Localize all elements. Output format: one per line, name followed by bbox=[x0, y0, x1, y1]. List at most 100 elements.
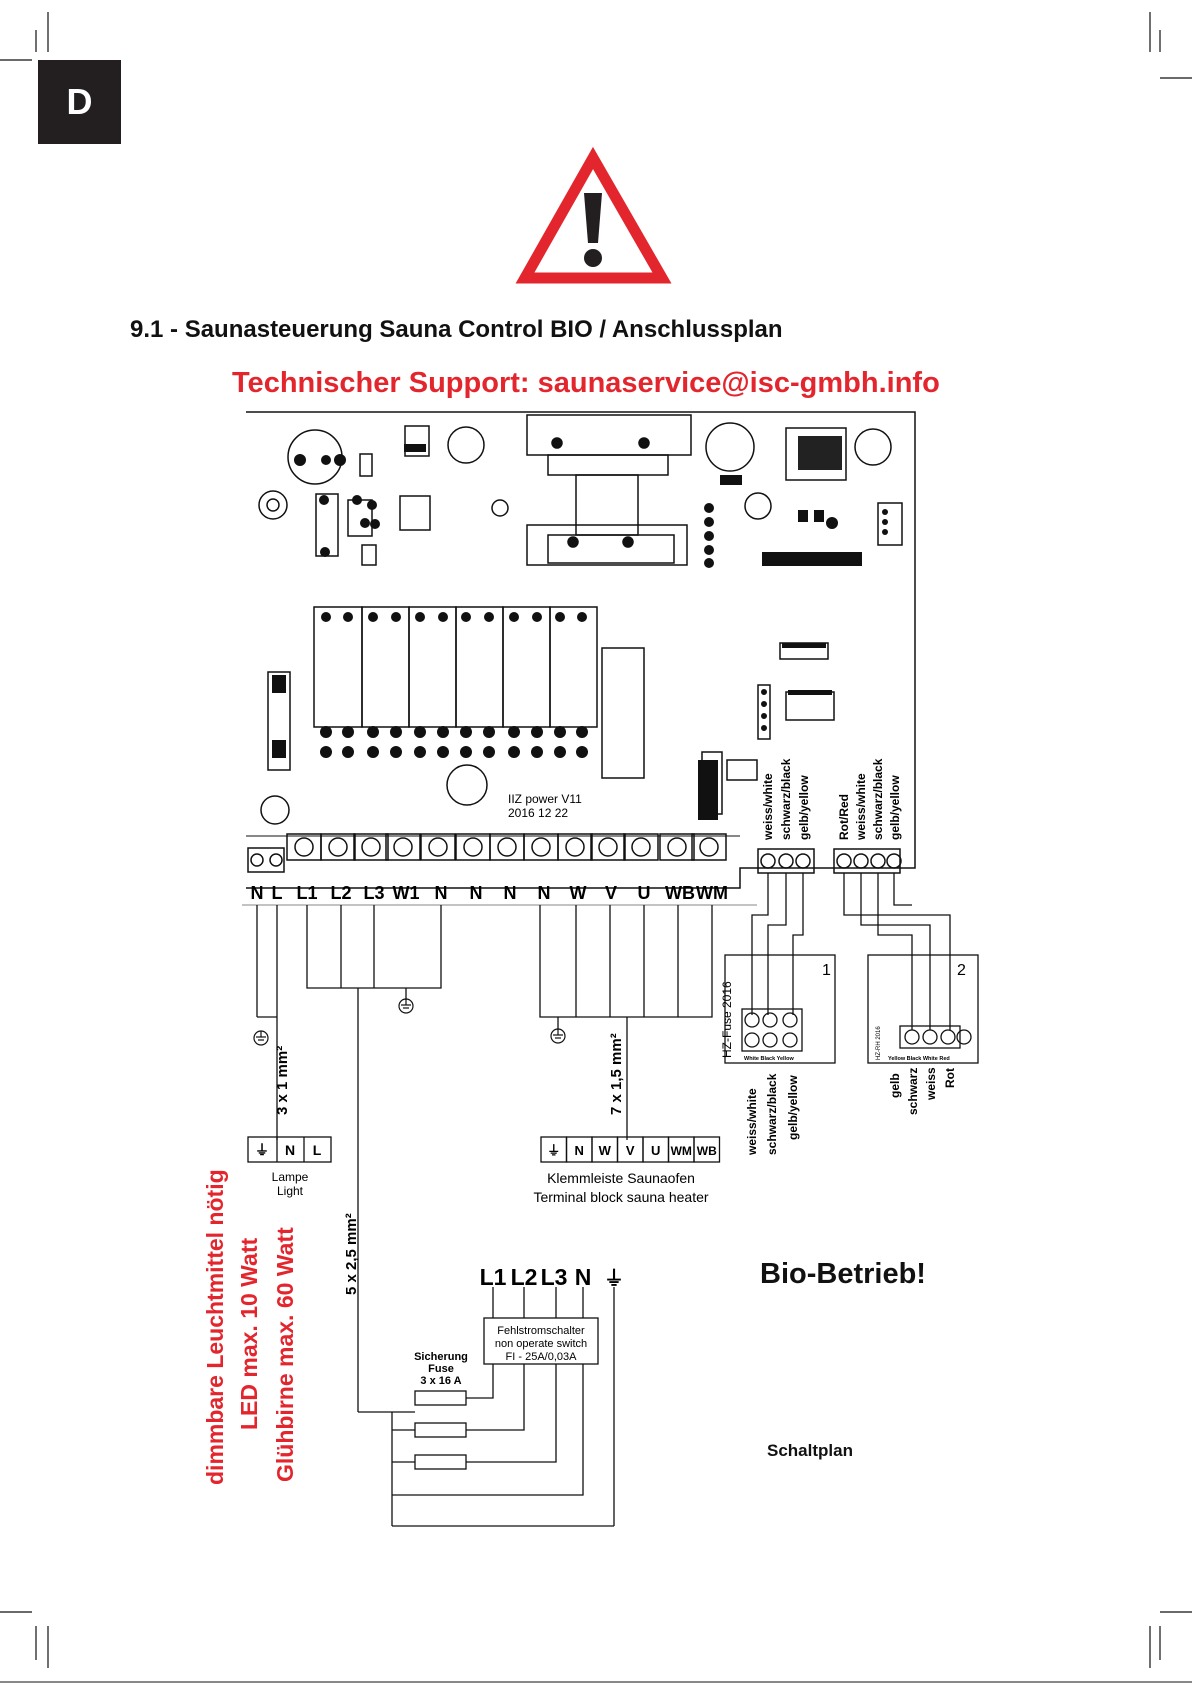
main-terminal-label: L bbox=[272, 883, 283, 903]
terminal-slot bbox=[659, 833, 695, 861]
main-terminal-label: L2 bbox=[330, 883, 351, 903]
red-note-dimmable: dimmbare Leuchtmittel nötig bbox=[202, 1169, 228, 1485]
heater-label-de: Klemmleiste Saunaofen bbox=[547, 1170, 695, 1186]
terminal-slot bbox=[691, 833, 727, 861]
section-title: 9.1 - Saunasteuerung Sauna Control BIO /… bbox=[130, 316, 783, 343]
sensor2-chip-label: HZ-RH 2016 bbox=[876, 1026, 882, 1060]
main-terminal-label: L1 bbox=[296, 883, 317, 903]
heater-label-en: Terminal block sauna heater bbox=[533, 1189, 708, 1205]
main-terminal-label: N bbox=[470, 883, 483, 903]
terminal-screw bbox=[598, 837, 618, 857]
sensor2-wire-label: weiss/white bbox=[854, 773, 868, 841]
sensor1-chip-bottom: White Black Yellow bbox=[744, 1056, 794, 1062]
cable-lamp-label: 3 x 1 mm² bbox=[274, 1046, 291, 1115]
support-contact: Technischer Support: saunaservice@isc-gm… bbox=[232, 367, 940, 399]
terminal-slot bbox=[623, 833, 659, 861]
lamp-cell-n: N bbox=[285, 1142, 295, 1158]
board-model-label: IIZ power V11 bbox=[508, 792, 582, 806]
sensor-box-1 bbox=[724, 954, 836, 1064]
lamp-label-de: Lampe bbox=[272, 1170, 309, 1184]
cable-supply-label: 5 x 2,5 mm² bbox=[343, 1213, 360, 1295]
terminal-screw bbox=[294, 837, 314, 857]
lamp-cell-ground: ⏚ bbox=[255, 1142, 269, 1158]
sensor-1-number: 1 bbox=[822, 962, 831, 979]
red-note-led: LED max. 10 Watt bbox=[236, 1237, 262, 1430]
sensor2-bottom-wire: weiss bbox=[924, 1067, 938, 1101]
sensor-connectors bbox=[247, 847, 902, 874]
terminal-screw bbox=[699, 837, 719, 857]
terminal-screw bbox=[531, 837, 551, 857]
heater-cell-label: WB bbox=[697, 1144, 717, 1158]
crop-marks bbox=[0, 12, 1192, 1683]
terminal-screw bbox=[463, 837, 483, 857]
sensor1-bottom-wire: schwarz/black bbox=[765, 1073, 779, 1155]
heater-cell-label: W bbox=[599, 1143, 612, 1158]
sensor-1-bottom-labels: weiss/white schwarz/black gelb/yellow bbox=[745, 1073, 800, 1156]
red-note-bulb: Glühbirne max. 60 Watt bbox=[272, 1227, 298, 1482]
main-terminal-label: WB bbox=[665, 883, 695, 903]
control-board bbox=[246, 411, 916, 889]
main-terminal-label: W1 bbox=[393, 883, 420, 903]
supply-terminal-label: L1 bbox=[480, 1264, 507, 1290]
sensor1-chip-label: HZ-Fuse 2016 bbox=[720, 981, 734, 1058]
lamp-terminal-block bbox=[247, 1136, 332, 1163]
ground-icon bbox=[253, 998, 566, 1046]
cable-heater-label: 7 x 1,5 mm² bbox=[608, 1033, 625, 1115]
supply-terminal-label: ⏚ bbox=[604, 1267, 624, 1290]
terminal-screw bbox=[631, 837, 651, 857]
sensor2-wire-label: schwarz/black bbox=[871, 758, 885, 840]
sensor2-wire-label: gelb/yellow bbox=[888, 775, 902, 840]
sensor-2-labels: Rot/Red weiss/white schwarz/black gelb/y… bbox=[837, 758, 902, 841]
sensor1-wire-label: schwarz/black bbox=[779, 758, 793, 840]
sensor2-bottom-wire: Rot bbox=[943, 1068, 957, 1088]
sensor1-bottom-wire: gelb/yellow bbox=[786, 1075, 800, 1140]
fuse-line2: Fuse bbox=[428, 1363, 454, 1375]
terminal-screw bbox=[667, 837, 687, 857]
main-terminal-label: N bbox=[538, 883, 551, 903]
rcd-line2: non operate switch bbox=[495, 1338, 587, 1350]
main-terminal-label: WM bbox=[696, 883, 728, 903]
main-terminal-label: N bbox=[251, 883, 264, 903]
lamp-label-en: Light bbox=[277, 1184, 304, 1198]
terminal-slot bbox=[557, 833, 593, 861]
warning-icon bbox=[515, 146, 672, 284]
heater-cell bbox=[693, 1136, 721, 1163]
rcd-line1: Fehlstromschalter bbox=[497, 1325, 585, 1337]
rcd-line3: FI - 25A/0,03A bbox=[506, 1351, 578, 1363]
terminal-slot bbox=[590, 833, 626, 861]
main-terminal-label: N bbox=[435, 883, 448, 903]
terminal-screw bbox=[328, 837, 348, 857]
supply-terminal-label: L3 bbox=[541, 1264, 568, 1290]
main-terminal-label: V bbox=[605, 883, 617, 903]
board-date-label: 2016 12 22 bbox=[508, 806, 568, 820]
sensor1-wire-label: gelb/yellow bbox=[797, 775, 811, 840]
terminal-screw bbox=[393, 837, 413, 857]
fuse-line1: Sicherung bbox=[414, 1351, 468, 1363]
terminal-screws bbox=[286, 833, 727, 861]
sensor-box-2 bbox=[867, 954, 979, 1064]
main-terminal-label: L3 bbox=[363, 883, 384, 903]
main-terminal-label: N bbox=[504, 883, 517, 903]
fuse-line3: 3 x 16 A bbox=[420, 1375, 461, 1387]
bio-mode-label: Bio-Betrieb! bbox=[760, 1258, 926, 1290]
heater-cell-label: N bbox=[575, 1143, 584, 1158]
sensor2-bottom-wire: schwarz bbox=[906, 1068, 920, 1115]
terminal-slot bbox=[320, 833, 356, 861]
sensor-1-labels: weiss/white schwarz/black gelb/yellow bbox=[761, 758, 811, 841]
sensor2-chip-bottom: Yellow Black White Red bbox=[888, 1056, 950, 1062]
terminal-slot bbox=[353, 833, 389, 861]
terminal-screw bbox=[361, 837, 381, 857]
schaltplan-label: Schaltplan bbox=[767, 1441, 853, 1460]
supply-terminal-label: N bbox=[575, 1264, 592, 1290]
lamp-cell-l: L bbox=[313, 1142, 322, 1158]
relay-pins bbox=[320, 612, 588, 758]
sensor1-wire-label: weiss/white bbox=[761, 773, 775, 841]
terminal-screw bbox=[497, 837, 517, 857]
sensor2-wire-label: Rot/Red bbox=[837, 794, 851, 840]
sensor-2-bottom-labels: gelb schwarz weiss Rot bbox=[888, 1067, 957, 1115]
main-terminal-label: W bbox=[570, 883, 587, 903]
